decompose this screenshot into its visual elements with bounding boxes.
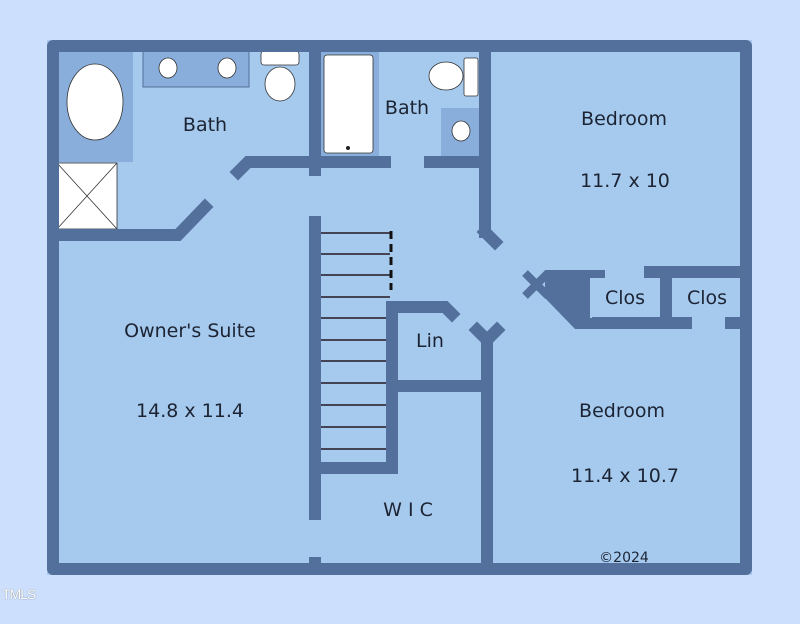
- bedroom-top-size: 11.7 x 10: [580, 170, 670, 192]
- sink-icon: [158, 57, 178, 79]
- closet-label: Clos: [686, 287, 728, 309]
- bedroom-top-label: Bedroom: [581, 108, 667, 130]
- closet-label: Clos: [604, 287, 646, 309]
- bath-hall-label: Bath: [384, 97, 430, 119]
- bedroom-bottom-size: 11.4 x 10.7: [571, 465, 679, 487]
- owners-suite-label: Owner's Suite: [124, 320, 256, 342]
- linen-label: Lin: [416, 330, 444, 352]
- toilet-icon: [428, 57, 479, 97]
- soaking-tub-icon: [66, 63, 124, 141]
- sink-icon: [217, 57, 237, 79]
- copyright-text: ©2024: [599, 550, 649, 566]
- stairs: [320, 231, 393, 450]
- bath-owner-label: Bath: [182, 114, 228, 136]
- bedroom-bottom-label: Bedroom: [579, 400, 665, 422]
- sink-icon: [451, 120, 471, 142]
- mls-watermark: TMLS: [2, 586, 36, 602]
- wic-label: W I C: [383, 499, 433, 521]
- door-wall: [545, 270, 605, 329]
- owners-suite-size: 14.8 x 11.4: [136, 400, 244, 422]
- bathtub-icon: [319, 51, 379, 158]
- walls: [47, 40, 752, 575]
- toilet-icon: [260, 50, 300, 102]
